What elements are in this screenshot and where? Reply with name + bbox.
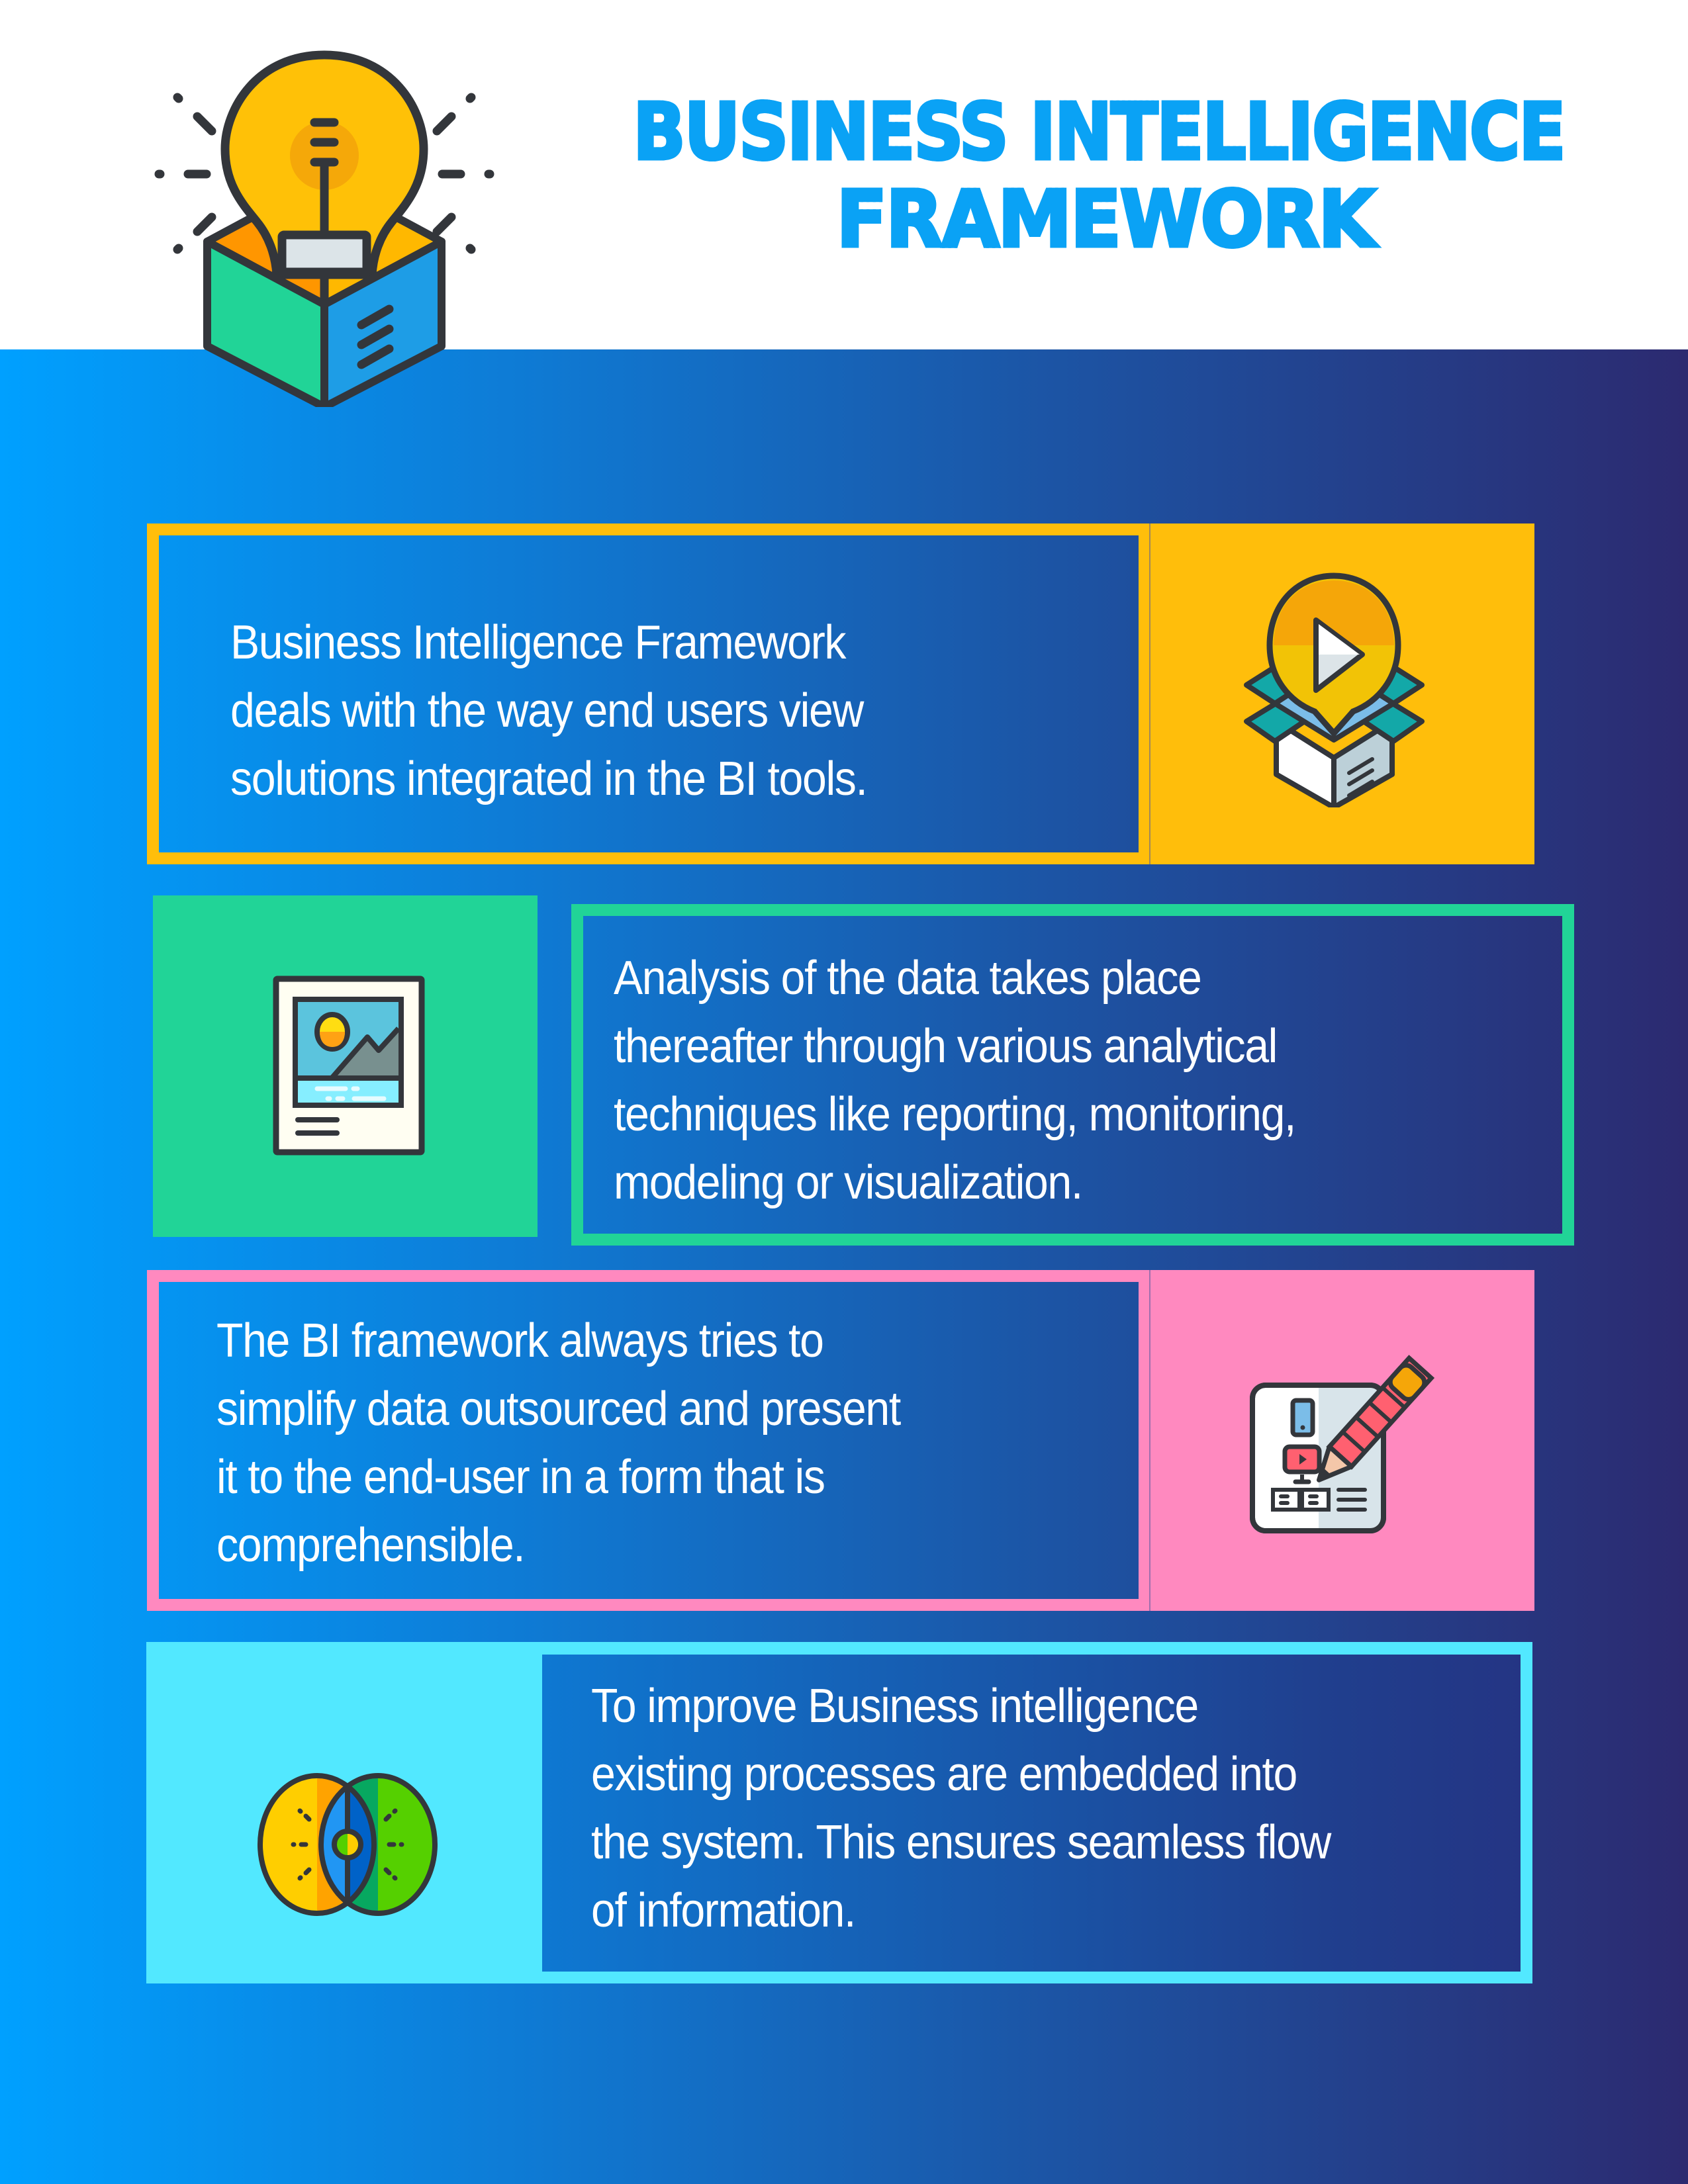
card-4-text-frame	[542, 1655, 1521, 1972]
card-3-line-3: it to the end-user in a form that is	[216, 1451, 825, 1504]
card-1-line-1: Business Intelligence Framework	[230, 616, 847, 669]
card-4-line-4: of information.	[591, 1884, 856, 1937]
card-3-line-1: The BI framework always tries to	[216, 1314, 824, 1367]
card-3-text: The BI framework always tries to simplif…	[216, 1307, 901, 1580]
lightbulb-in-box-icon	[151, 36, 495, 411]
card-2-line-3: techniques like reporting, monitoring,	[614, 1088, 1296, 1141]
title-line-1: Business Intelligence	[616, 91, 1583, 173]
card-3-divider	[1149, 1270, 1150, 1611]
card-2-line-2: thereafter through various analytical	[614, 1020, 1278, 1073]
card-4-line-2: existing processes are embedded into	[591, 1748, 1297, 1801]
card-1-text-frame	[147, 523, 1150, 864]
card-3-line-4: comprehensible.	[216, 1519, 526, 1572]
card-1-text: Business Intelligence Framework deals wi…	[230, 609, 868, 813]
card-2-line-4: modeling or visualization.	[614, 1156, 1083, 1209]
video-package-icon	[1243, 572, 1425, 810]
card-2-line-1: Analysis of the data takes place	[614, 952, 1202, 1005]
card-4-text: To improve Business intelligence existin…	[591, 1672, 1331, 1945]
page-subtitle: Framework	[791, 179, 1420, 260]
document-pencil-icon	[1249, 1349, 1441, 1534]
title-line-2: Framework	[791, 179, 1420, 260]
card-3-text-frame	[147, 1270, 1150, 1611]
card-4-line-1: To improve Business intelligence	[591, 1680, 1199, 1733]
page-title: Business Intelligence	[616, 91, 1583, 173]
card-2-text-frame	[571, 904, 1574, 1246]
card-1-divider	[1149, 523, 1150, 864]
venn-diagram-icon	[256, 1771, 439, 1918]
card-2-text: Analysis of the data takes place thereaf…	[614, 944, 1296, 1217]
image-report-icon	[273, 976, 425, 1156]
card-1-line-2: deals with the way end users view	[230, 684, 864, 737]
card-4-line-3: the system. This ensures seamless flow	[591, 1816, 1331, 1869]
card-1-line-3: solutions integrated in the BI tools.	[230, 752, 868, 805]
card-3-line-2: simplify data outsourced and present	[216, 1383, 901, 1435]
